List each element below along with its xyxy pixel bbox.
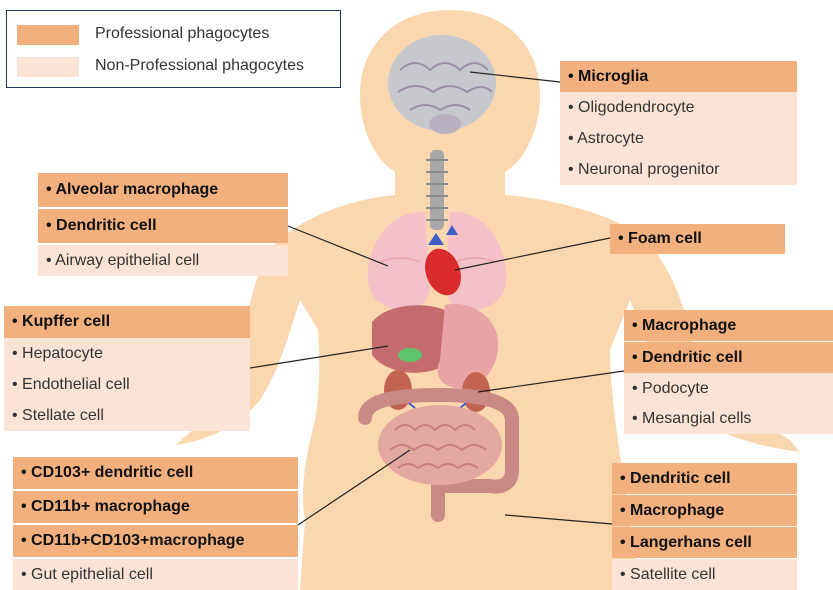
brain-pro-row-1: • Microglia xyxy=(560,61,797,92)
gut-pro-row-3: • CD11b+CD103+macrophage xyxy=(13,525,298,557)
brain-non-row-3: • Neuronal progenitor xyxy=(560,154,797,185)
skin-cell-box: • Dendritic cell • Macrophage • Langerha… xyxy=(612,463,797,590)
liver-pro-row-1: • Kupffer cell xyxy=(4,306,250,338)
heart-pro-row-1: • Foam cell xyxy=(610,224,785,254)
skin-pro-row-2: • Macrophage xyxy=(612,495,797,526)
liver-non-row-1: • Hepatocyte xyxy=(4,338,250,369)
lung-cell-box: • Alveolar macrophage • Dendritic cell •… xyxy=(38,173,288,276)
brain-cell-box: • Microglia • Oligodendrocyte • Astrocyt… xyxy=(560,61,797,185)
gut-non-row-1: • Gut epithelial cell xyxy=(13,559,298,590)
lung-pro-row-1: • Alveolar macrophage xyxy=(38,173,288,207)
lung-pro-row-2: • Dendritic cell xyxy=(38,209,288,243)
legend: Professional phagocytes Non-Professional… xyxy=(6,10,341,88)
legend-label-professional: Professional phagocytes xyxy=(95,25,269,43)
lung-non-row-1: • Airway epithelial cell xyxy=(38,245,288,276)
legend-swatch-non-professional xyxy=(17,57,79,77)
kidney-cell-box: • Macrophage • Dendritic cell • Podocyte… xyxy=(624,310,833,434)
legend-label-non-professional: Non-Professional phagocytes xyxy=(95,57,304,75)
liver-cell-box: • Kupffer cell • Hepatocyte • Endothelia… xyxy=(4,306,250,431)
gut-cell-box: • CD103+ dendritic cell • CD11b+ macroph… xyxy=(13,457,298,590)
skin-pro-row-3: • Langerhans cell xyxy=(612,527,797,558)
kidney-pro-row-2: • Dendritic cell xyxy=(624,342,833,373)
liver-non-row-3: • Stellate cell xyxy=(4,400,250,431)
skin-non-row-1: • Satellite cell xyxy=(612,559,797,590)
gut-pro-row-1: • CD103+ dendritic cell xyxy=(13,457,298,489)
liver-non-row-2: • Endothelial cell xyxy=(4,369,250,400)
heart-cell-box: • Foam cell xyxy=(610,224,785,254)
skin-pro-row-1: • Dendritic cell xyxy=(612,463,797,494)
kidney-non-row-1: • Podocyte xyxy=(624,373,833,404)
legend-swatch-professional xyxy=(17,25,79,45)
gut-pro-row-2: • CD11b+ macrophage xyxy=(13,491,298,523)
kidney-non-row-2: • Mesangial cells xyxy=(624,404,833,434)
kidney-pro-row-1: • Macrophage xyxy=(624,310,833,341)
brain-non-row-1: • Oligodendrocyte xyxy=(560,92,797,123)
brain-non-row-2: • Astrocyte xyxy=(560,123,797,154)
